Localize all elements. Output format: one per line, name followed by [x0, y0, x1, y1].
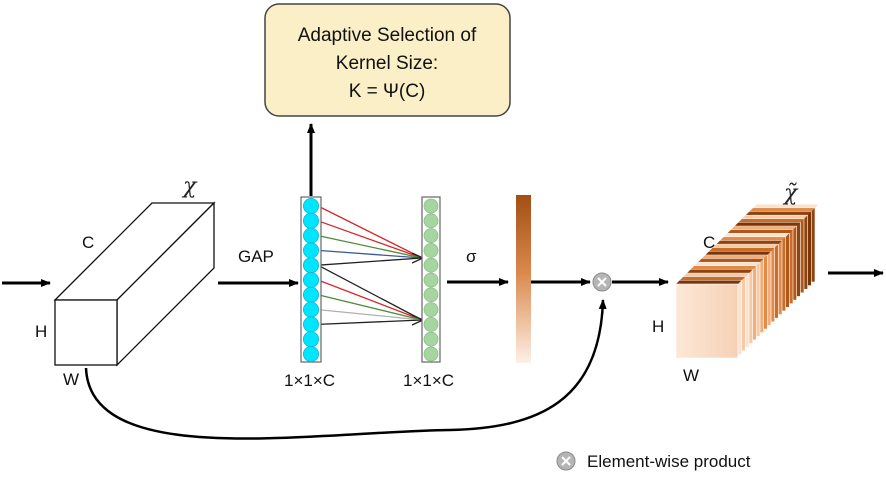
- vector2-node: [423, 316, 439, 332]
- output-slice-top: [676, 280, 742, 284]
- connection-line: [317, 257, 423, 266]
- vector1-nodes: [302, 197, 319, 362]
- skip-connection-arrow: [84, 299, 607, 440]
- input-label-w: W: [63, 370, 79, 389]
- output-label-c: C: [703, 233, 715, 252]
- input-tensor: [53, 201, 216, 367]
- vector1-node: [302, 212, 319, 229]
- vector1-node: [302, 257, 319, 274]
- output-symbol: χ̃: [782, 181, 799, 206]
- connection-line: [317, 279, 423, 321]
- output-label-h: H: [652, 317, 664, 336]
- vector2-node: [423, 272, 439, 288]
- output-slice-top: [723, 233, 790, 237]
- output-slice: [675, 283, 739, 359]
- vector1-node: [302, 227, 319, 244]
- output-slice-top: [694, 262, 760, 266]
- vector1-node: [302, 197, 319, 214]
- adaptive-box-line1: Adaptive Selection of: [298, 25, 477, 46]
- adaptive-box-line2: Kernel Size:: [336, 53, 438, 74]
- output-slice-top: [705, 251, 771, 256]
- vector2-node: [423, 346, 439, 362]
- connection-line: [317, 308, 423, 321]
- adaptive-kernel-box: Adaptive Selection of Kernel Size: K = Ψ…: [264, 3, 511, 117]
- connection-line: [317, 234, 423, 259]
- legend-multiply-icon: [556, 451, 576, 471]
- output-slice-top: [734, 222, 801, 227]
- output-slice-top: [701, 255, 768, 259]
- connection-line: [317, 205, 423, 259]
- output-slice-top: [698, 258, 764, 263]
- vector1-node: [302, 301, 319, 318]
- legend-label: Element-wise product: [587, 452, 751, 471]
- adaptive-box-line3: K = Ψ(C): [349, 81, 426, 102]
- gap-label: GAP: [238, 247, 274, 266]
- input-symbol: χ: [181, 174, 198, 199]
- output-slice-top: [716, 240, 782, 245]
- vector2-nodes: [423, 198, 439, 362]
- output-slice-top: [753, 204, 819, 208]
- vector2-node: [423, 302, 439, 318]
- legend: Element-wise product: [556, 451, 751, 471]
- output-slice-top: [709, 247, 775, 252]
- vector1-node: [302, 345, 319, 362]
- output-slice-top: [749, 208, 815, 212]
- vector1-node: [302, 242, 319, 259]
- conv-connections: [317, 205, 425, 326]
- vector2-node: [423, 331, 439, 347]
- output-slice-top: [731, 226, 797, 230]
- vector1-node: [302, 286, 319, 303]
- output-slice-top: [738, 218, 804, 223]
- output-slice-top: [679, 276, 746, 281]
- output-slice-top: [727, 229, 793, 234]
- input-label-h: H: [35, 322, 47, 341]
- vector2-label: 1×1×C: [403, 371, 454, 390]
- vector2-node: [423, 228, 439, 244]
- output-slice-top: [742, 215, 808, 219]
- attention-weight-bar: [516, 195, 531, 363]
- vector1-node: [302, 271, 319, 288]
- vector1-node: [302, 316, 319, 333]
- sigma-label: σ: [466, 247, 477, 266]
- vector2-node: [423, 198, 439, 214]
- connection-line: [317, 249, 423, 259]
- output-slice-top: [745, 211, 812, 216]
- connection-line: [317, 294, 423, 321]
- output-slice-top: [720, 237, 786, 241]
- connection-line: [317, 220, 423, 259]
- input-label-c: C: [82, 233, 94, 252]
- vector2-node: [423, 242, 439, 258]
- multiply-circle-icon: [592, 272, 612, 292]
- vector2-node: [423, 287, 439, 303]
- vector1-label: 1×1×C: [284, 371, 335, 390]
- output-label-w: W: [683, 366, 699, 385]
- vector1-node: [302, 331, 319, 348]
- vector2-node: [423, 257, 439, 273]
- output-slice-top: [683, 273, 749, 277]
- connection-line: [317, 319, 423, 326]
- output-slice-top: [687, 269, 753, 274]
- output-tensor: [675, 204, 819, 359]
- output-slice-top: [712, 244, 779, 248]
- vector2-node: [423, 213, 439, 229]
- output-slice-top: [690, 266, 757, 270]
- connection-line: [317, 264, 423, 321]
